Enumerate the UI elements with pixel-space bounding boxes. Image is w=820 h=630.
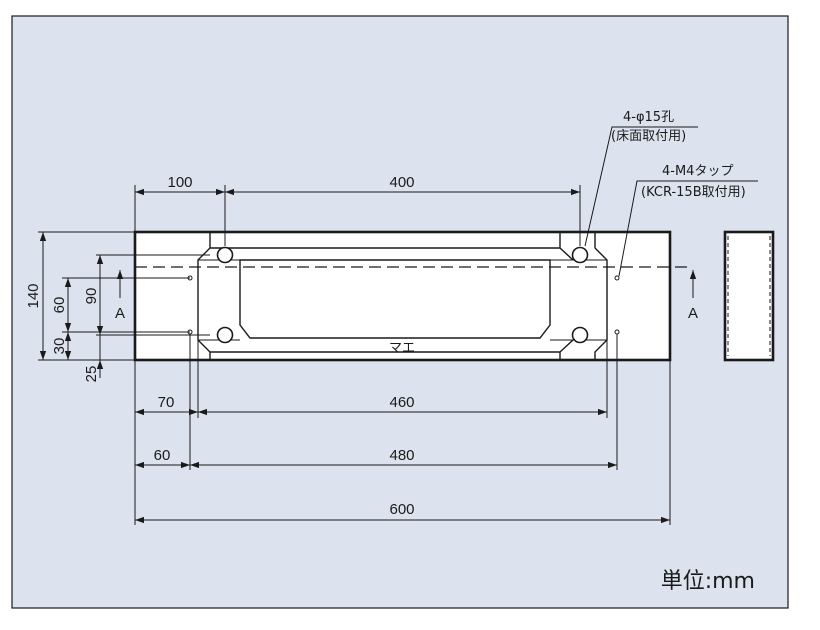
mounting-hole: [571, 326, 589, 344]
callout-mounting-holes: 4-φ15孔 (床面取付用): [584, 110, 698, 247]
dim-460: 460: [389, 394, 414, 411]
dim-600: 600: [389, 501, 414, 518]
section-marker-left: A: [115, 270, 125, 322]
dim-25: 25: [83, 366, 100, 383]
svg-text:A: A: [688, 305, 698, 322]
mounting-hole: [216, 246, 234, 264]
callout-tap-holes-line1: 4-M4タップ: [662, 164, 733, 179]
side-view: [723, 230, 775, 362]
tap-hole: [614, 329, 620, 335]
callout-tap-holes: 4-M4タップ (KCR-15B取付用): [618, 164, 758, 277]
dim-480: 480: [389, 447, 414, 464]
bottom-dimensions: 70 460 60 480 600: [134, 334, 671, 525]
tap-hole: [614, 275, 620, 281]
callout-mounting-holes-line1: 4-φ15孔: [623, 110, 674, 125]
dim-90: 90: [83, 288, 100, 305]
front-mark: マエ: [389, 341, 415, 356]
callout-mounting-holes-line2: (床面取付用): [611, 129, 686, 144]
left-dimensions: 140 60 30 90 25: [25, 231, 210, 383]
callout-tap-holes-line2: (KCR-15B取付用): [641, 185, 746, 200]
mounting-hole: [571, 246, 589, 264]
dim-30: 30: [51, 338, 68, 355]
mounting-hole: [216, 326, 234, 344]
dim-400: 400: [389, 174, 414, 191]
dim-100: 100: [167, 174, 192, 191]
plan-view: マエ: [133, 230, 690, 362]
section-marker-right: A: [688, 270, 698, 322]
dim-60-vertical: 60: [51, 297, 68, 314]
top-dimensions: 100 400: [134, 174, 581, 246]
dim-70: 70: [158, 394, 175, 411]
svg-text:A: A: [115, 305, 125, 322]
dim-140: 140: [25, 283, 42, 308]
dim-60-horizontal: 60: [154, 447, 171, 464]
unit-label: 単位:mm: [661, 569, 755, 594]
